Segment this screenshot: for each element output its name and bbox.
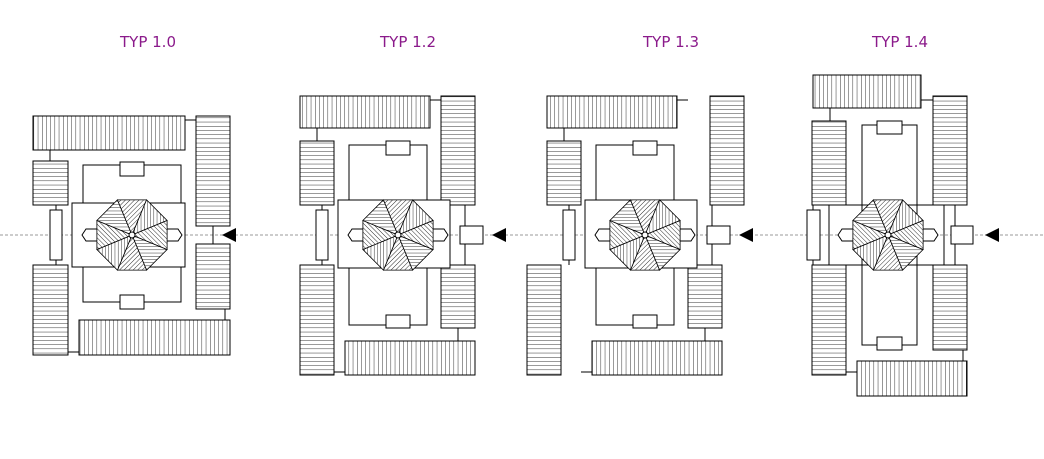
- building: [812, 74, 922, 109]
- building: [856, 360, 968, 397]
- building: [546, 140, 582, 206]
- entrance-arrow-icon: [985, 228, 999, 242]
- plan-title-typ-1-2: TYP 1.2: [379, 33, 436, 51]
- building: [440, 95, 476, 206]
- roof-sector: [396, 219, 434, 251]
- annex: [806, 209, 821, 261]
- wing-right: [431, 228, 449, 242]
- plan-title-typ-1-0: TYP 1.0: [119, 33, 176, 51]
- building: [591, 340, 723, 376]
- building: [32, 264, 69, 356]
- roof-sector: [643, 219, 681, 251]
- gate: [385, 314, 411, 329]
- roof-center: [128, 231, 136, 239]
- entrance-arrow-icon: [222, 228, 236, 242]
- building: [546, 95, 678, 129]
- gatehouse: [459, 225, 484, 245]
- octagonal-roof: [594, 199, 696, 271]
- building: [526, 264, 562, 376]
- roof-center: [394, 231, 402, 239]
- plan-title-typ-1-3: TYP 1.3: [642, 33, 699, 51]
- gate: [119, 161, 145, 177]
- annex: [315, 209, 329, 261]
- building: [195, 243, 231, 310]
- building: [78, 319, 231, 356]
- gate: [632, 140, 658, 156]
- roof-sector: [886, 219, 924, 251]
- roof-center: [641, 231, 649, 239]
- building: [32, 115, 186, 151]
- building: [195, 115, 231, 227]
- gate: [876, 120, 903, 135]
- gate: [876, 336, 903, 351]
- building: [344, 340, 476, 376]
- building: [811, 264, 847, 376]
- gatehouse: [950, 225, 974, 245]
- plan-typ-1-0: [32, 115, 236, 356]
- plan-title-typ-1-4: TYP 1.4: [871, 33, 928, 51]
- annex: [49, 209, 63, 261]
- wing-right: [165, 228, 183, 242]
- building: [932, 95, 968, 206]
- building: [299, 264, 335, 376]
- building: [687, 264, 723, 329]
- plan-typ-1-2: [299, 95, 506, 376]
- gate: [632, 314, 658, 329]
- building: [299, 140, 335, 206]
- wing-right: [678, 228, 696, 242]
- gate: [385, 140, 411, 156]
- entrance-arrow-icon: [492, 228, 506, 242]
- plan-typ-1-3: [526, 95, 753, 376]
- octagonal-roof: [347, 199, 449, 271]
- wing-left: [347, 228, 365, 242]
- octagonal-roof: [81, 199, 183, 271]
- building: [440, 264, 476, 329]
- wing-right: [921, 228, 939, 242]
- building: [299, 95, 431, 129]
- gate: [119, 294, 145, 310]
- wing-left: [81, 228, 99, 242]
- building: [932, 264, 968, 351]
- building: [32, 160, 69, 206]
- entrance-arrow-icon: [739, 228, 753, 242]
- octagonal-roof: [837, 199, 939, 271]
- roof-center: [884, 231, 892, 239]
- gatehouse: [706, 225, 731, 245]
- plan-typ-1-4: [806, 74, 999, 397]
- wing-left: [837, 228, 855, 242]
- building: [709, 95, 745, 206]
- annex: [562, 209, 576, 261]
- roof-sector: [130, 219, 168, 251]
- building: [811, 120, 847, 206]
- wing-left: [594, 228, 612, 242]
